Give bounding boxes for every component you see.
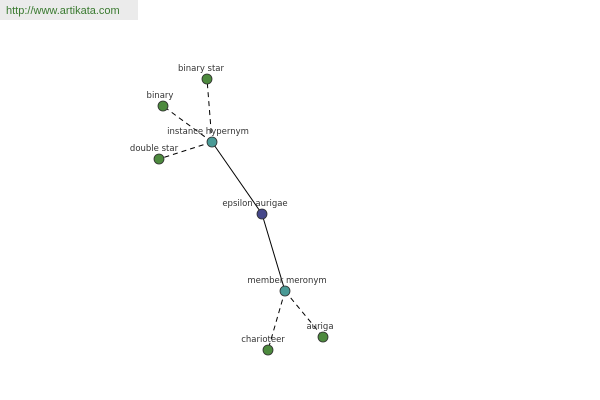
edge-center-mero	[261, 213, 286, 292]
edge-mero-auriga	[284, 290, 324, 338]
node-center[interactable]	[256, 208, 268, 220]
node-label-charioteer: charioteer	[241, 335, 285, 345]
edge-hyper-binary_star	[206, 78, 213, 143]
node-label-binary-star: binary star	[178, 64, 225, 74]
node-double-star[interactable]	[153, 153, 165, 165]
node-label-auriga: auriga	[306, 322, 333, 332]
edge-hyper-binary	[162, 105, 213, 143]
edge-mero-charioteer	[267, 290, 286, 351]
edge-hyper-double_star	[158, 141, 213, 160]
node-hyper[interactable]	[206, 136, 218, 148]
node-label-double-star: double star	[130, 144, 179, 154]
node-label-binary: binary	[147, 91, 174, 101]
edges-layer	[158, 78, 324, 351]
node-binary[interactable]	[157, 100, 169, 112]
source-url-banner[interactable]: http://www.artikata.com	[0, 0, 138, 20]
nodes-layer	[153, 73, 329, 356]
node-auriga[interactable]	[317, 331, 329, 343]
node-charioteer[interactable]	[262, 344, 274, 356]
node-mero[interactable]	[279, 285, 291, 297]
labels-layer: epsilon aurigae instance hypernym member m…	[130, 64, 334, 345]
node-binary-star[interactable]	[201, 73, 213, 85]
node-label-hyper: instance hypernym	[167, 127, 249, 137]
node-label-center: epsilon aurigae	[222, 199, 287, 209]
node-label-mero: member meronym	[247, 276, 326, 286]
edge-center-hyper	[211, 141, 263, 215]
